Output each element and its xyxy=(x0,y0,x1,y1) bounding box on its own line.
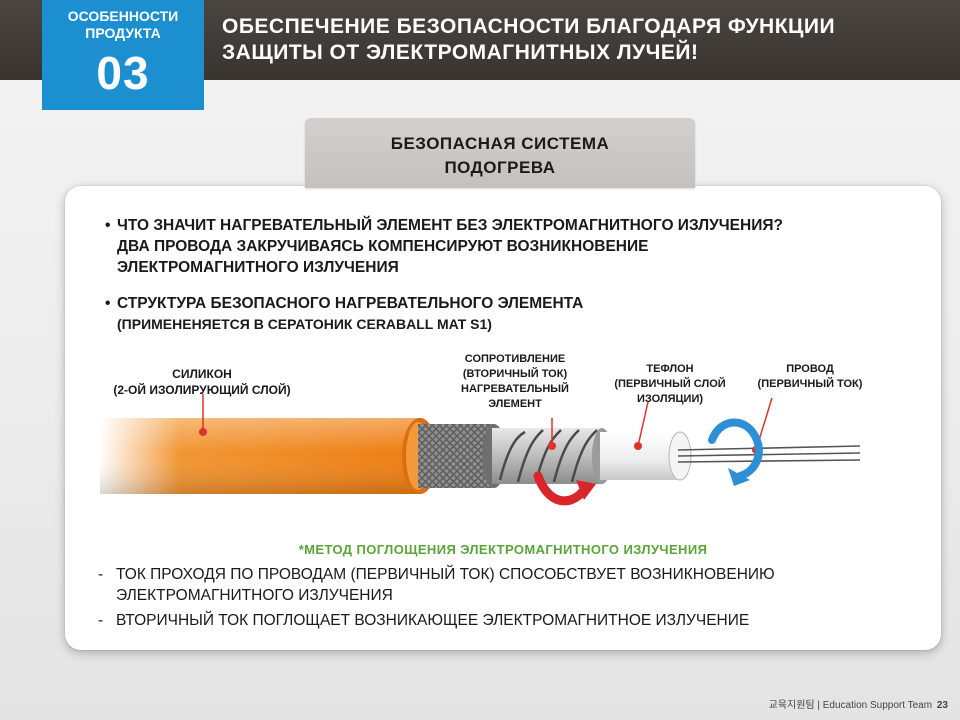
bullet-structure: • СТРУКТУРА БЕЗОПАСНОГО НАГРЕВАТЕЛЬНОГО … xyxy=(105,295,584,332)
page-footer: 교육지원팀 | Education Support Team 23 xyxy=(769,696,948,711)
method-title: *МЕТОД ПОГЛОЩЕНИЯ ЭЛЕКТРОМАГНИТНОГО ИЗЛУ… xyxy=(298,542,708,557)
label-resistance: СОПРОТИВЛЕНИЕ (ВТОРИЧНЫЙ ТОК) НАГРЕВАТЕЛ… xyxy=(461,353,569,410)
dash-mark: - xyxy=(98,566,104,583)
note-secondary-current: - ВТОРИЧНЫЙ ТОК ПОГЛОЩАЕТ ВОЗНИКАЮЩЕЕ ЭЛ… xyxy=(98,612,750,629)
label-teflon: ТЕФЛОН (ПЕРВИЧНЫЙ СЛОЙ ИЗОЛЯЦИИ) xyxy=(614,363,726,405)
badge-label: ОСОБЕННОСТИ ПРОДУКТА xyxy=(67,8,179,41)
mesh-layer xyxy=(418,424,494,488)
subtitle-tab: БЕЗОПАСНАЯ СИСТЕМА ПОДОГРЕВА xyxy=(305,118,695,188)
bullet-what-is-element: • ЧТО ЗНАЧИТ НАГРЕВАТЕЛЬНЫЙ ЭЛЕМЕНТ БЕЗ … xyxy=(105,217,783,276)
dash-mark: - xyxy=(98,612,104,629)
bullet-dot: • xyxy=(105,217,111,234)
silicon-highlight xyxy=(100,418,420,494)
product-feature-badge: ОСОБЕННОСТИ ПРОДУКТА 03 xyxy=(42,0,204,110)
cable-cross-section-diagram xyxy=(100,394,861,506)
page-number: 23 xyxy=(936,700,948,711)
resistance-layer xyxy=(492,428,602,484)
core-wires xyxy=(677,445,861,463)
footer-team: 교육지원팀 | Education Support Team xyxy=(768,700,933,711)
label-silicon: СИЛИКОН (2-ОЙ ИЗОЛИРУЮЩИЙ СЛОЙ) xyxy=(113,367,291,397)
page-title: ОБЕСПЕЧЕНИЕ БЕЗОПАСНОСТИ БЛАГОДАРЯ ФУНКЦ… xyxy=(222,15,836,64)
bullet-dot: • xyxy=(105,295,111,312)
blue-curl-arrow-icon xyxy=(708,418,763,486)
label-wire: ПРОВОД (ПЕРВИЧНЫЙ ТОК) xyxy=(757,363,863,390)
section-subtitle: БЕЗОПАСНАЯ СИСТЕМА ПОДОГРЕВА xyxy=(390,134,610,177)
note-primary-current: - ТОК ПРОХОДЯ ПО ПРОВОДАМ (ПЕРВИЧНЫЙ ТОК… xyxy=(98,566,775,604)
badge-number: 03 xyxy=(96,47,150,99)
red-curl-arrow-icon xyxy=(533,471,596,506)
